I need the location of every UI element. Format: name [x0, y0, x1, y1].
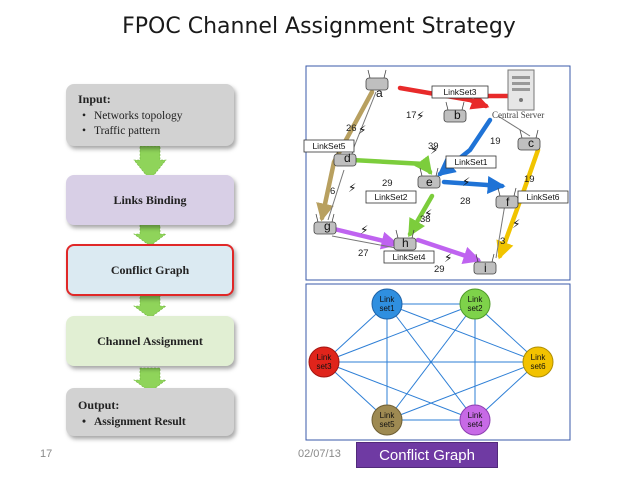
output-list: Assignment Result: [78, 415, 234, 430]
conflict-node-set1-line1: Link: [380, 295, 396, 304]
edge-b-c: [497, 115, 531, 137]
conflict-node-set1-line2: set1: [379, 304, 395, 313]
edge-a-b-red: [397, 85, 490, 110]
edge-a-d: [351, 91, 377, 153]
edge-label: 27: [358, 248, 369, 259]
flow-arrows: [133, 145, 167, 393]
edge-c-i-yellow: [496, 147, 541, 260]
edge-label: 26: [346, 123, 357, 134]
linkset-tag-3: LinkSet3: [443, 87, 476, 97]
input-heading: Input:: [78, 92, 111, 106]
router-icon: [365, 69, 389, 91]
slide-date: 02/07/13: [298, 448, 341, 460]
node-label-b: b: [454, 108, 461, 122]
edge-label: 19: [490, 136, 501, 147]
node-label-c: c: [528, 136, 534, 150]
node-label-d: d: [344, 151, 351, 165]
server-label: Central Server: [492, 110, 544, 120]
linkset-tag-5: LinkSet5: [312, 141, 345, 151]
edge-label: 17: [406, 110, 417, 121]
conflict-node-set4-line2: set4: [467, 420, 483, 429]
node-label-i: i: [484, 261, 487, 275]
output-box: Output: Assignment Result: [66, 388, 234, 436]
edge-e-f-blue: [441, 176, 506, 194]
node-label-e: e: [426, 175, 433, 189]
edge-d-g: [327, 169, 345, 221]
edge-label: 39: [428, 141, 439, 152]
edge-g-h: [331, 235, 397, 249]
conflict-node-set6: [522, 346, 554, 378]
node-label-a: a: [376, 86, 383, 100]
page-number: 17: [40, 448, 53, 460]
conflict-node-set3: [308, 346, 340, 378]
conflict-node-set2: [459, 288, 491, 320]
edge-g-h-purple: [327, 225, 400, 250]
links-binding-label: Links Binding: [113, 192, 187, 207]
input-box: Input: Networks topology Traffic pattern: [66, 84, 234, 146]
links-binding-box: Links Binding: [66, 175, 234, 225]
linkset-tag-4: LinkSet4: [392, 252, 425, 262]
node-label-f: f: [506, 195, 510, 209]
conflict-graph-label: Conflict Graph: [110, 262, 190, 277]
conflict-node-set5-line2: set5: [379, 420, 395, 429]
conflict-node-set3-line2: set3: [316, 362, 332, 371]
conflict-node-set5: [371, 404, 403, 436]
wireless-icon: ⚡: [416, 109, 424, 123]
router-icon: [517, 129, 541, 151]
flow-arrow-1: [133, 145, 167, 181]
edge-label: 28: [460, 196, 471, 207]
edge-label: 6: [330, 186, 335, 197]
conflict-node-set6-line2: set6: [530, 362, 546, 371]
input-item-topology: Networks topology: [82, 109, 234, 124]
wireless-icon: ⚡: [444, 251, 452, 265]
conflict-graph-caption: Conflict Graph: [356, 442, 498, 468]
conflict-node-set5-line1: Link: [380, 411, 396, 420]
conflict-node-set2-line2: set2: [467, 304, 483, 313]
edge-label: 29: [434, 264, 445, 275]
wireless-icon: ⚡: [348, 181, 356, 195]
router-icon: [313, 213, 337, 235]
edge-h-i-purple: [415, 237, 482, 264]
flow-arrow-4: [133, 367, 167, 393]
output-item: Assignment Result: [82, 415, 234, 430]
conflict-node-set1: [371, 288, 403, 320]
wireless-icon: ⚡: [424, 207, 432, 221]
linkset-tag-6: LinkSet6: [526, 192, 559, 202]
edge-d-e-green: [349, 155, 433, 175]
router-icon: [443, 101, 467, 123]
edge-label: 29: [382, 178, 393, 189]
channel-assignment-box: Channel Assignment: [66, 316, 234, 366]
output-heading: Output:: [78, 398, 120, 412]
router-icon: [473, 253, 497, 275]
slide-title: FPOC Channel Assignment Strategy: [122, 14, 516, 39]
edge-label: 3: [500, 236, 505, 247]
linkset-tag-1: LinkSet1: [454, 157, 487, 167]
conflict-graph-box: Conflict Graph: [66, 244, 234, 296]
node-label-h: h: [402, 236, 409, 250]
edge-label: 38: [420, 214, 431, 225]
input-list: Networks topology Traffic pattern: [66, 109, 234, 139]
wireless-icon: ⚡: [462, 175, 470, 189]
wireless-icon: ⚡: [360, 223, 368, 237]
linkset-tag-2: LinkSet2: [374, 192, 407, 202]
wireless-icon: ⚡: [512, 217, 520, 231]
conflict-node-set4-line1: Link: [468, 411, 484, 420]
router-icon: [393, 229, 417, 251]
server-icon: [507, 69, 535, 111]
input-item-traffic: Traffic pattern: [82, 124, 234, 139]
conflict-node-set6-line1: Link: [531, 353, 547, 362]
wireless-icon: ⚡: [358, 123, 366, 137]
edge-label: 19: [524, 174, 535, 185]
conflict-node-set4: [459, 404, 491, 436]
conflict-node-set3-line1: Link: [317, 353, 333, 362]
edge-e-h-green: [407, 193, 435, 238]
router-icon: [417, 167, 441, 189]
conflict-node-set2-line1: Link: [468, 295, 484, 304]
node-label-g: g: [324, 219, 331, 233]
channel-assignment-label: Channel Assignment: [97, 333, 203, 348]
flow-arrow-3: [133, 293, 167, 319]
wireless-icon: ⚡: [430, 143, 438, 157]
